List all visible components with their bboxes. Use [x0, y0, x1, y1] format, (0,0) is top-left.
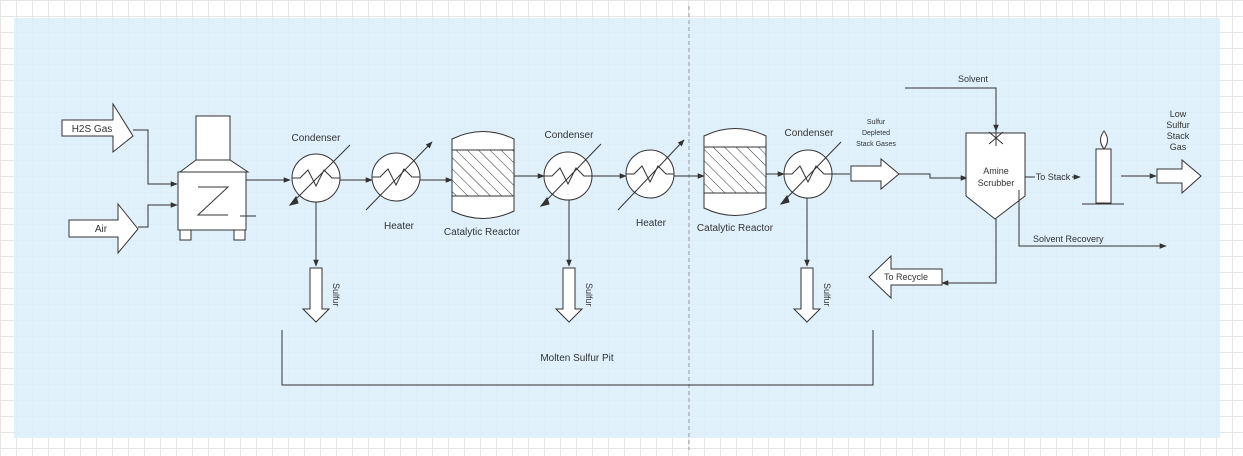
- air-line: [138, 202, 178, 228]
- air-label: Air: [95, 224, 108, 235]
- depleted-gas-to-scrubber-line: [899, 173, 968, 181]
- reactor-2-label: Catalytic Reactor: [697, 223, 774, 234]
- coil-icon: [196, 186, 256, 217]
- to-stack-label: To Stack: [1036, 172, 1071, 182]
- heater-1-label: Heater: [384, 221, 415, 232]
- sulfur-arrow-1[interactable]: [301, 267, 331, 323]
- catalytic-reactor-2[interactable]: [703, 128, 767, 216]
- to-recycle-arrow[interactable]: [868, 254, 943, 300]
- heater-1[interactable]: [365, 141, 433, 211]
- catalytic-reactor-1[interactable]: [451, 131, 515, 219]
- scrubber-bottom-line: [941, 219, 997, 286]
- solvent-recovery-label: Solvent Recovery: [1033, 234, 1104, 244]
- depleted-gas-label-line-3: Stack Gases: [856, 141, 896, 148]
- condenser-2[interactable]: [539, 143, 602, 207]
- scrubber-label-line-1: Amine: [983, 166, 1009, 176]
- h2s-gas-label: H2S Gas: [72, 124, 113, 135]
- solvent-label: Solvent: [958, 74, 989, 84]
- scrubber-label-line-2: Scrubber: [978, 178, 1015, 188]
- condenser-1-label: Condenser: [292, 133, 342, 144]
- spray-nozzle-icon: [988, 130, 1004, 146]
- air-feed-arrow[interactable]: [68, 202, 139, 255]
- to-recycle-label: To Recycle: [884, 272, 928, 282]
- sulfur-label-1: Sulfur: [331, 283, 341, 307]
- condenser-1[interactable]: [288, 144, 351, 206]
- h2s-gas-feed-arrow[interactable]: [61, 102, 134, 154]
- product-label-line-3: Stack: [1167, 131, 1190, 141]
- product-label-line-1: Low: [1170, 109, 1187, 119]
- reactor-1-label: Catalytic Reactor: [444, 227, 521, 238]
- depleted-gas-label-line-2: Depleted: [862, 130, 890, 137]
- claus-furnace[interactable]: [177, 115, 256, 241]
- sulfur-depleted-gas-arrow[interactable]: [850, 157, 900, 191]
- sulfur-label-3: Sulfur: [822, 283, 832, 307]
- condenser-3[interactable]: [779, 141, 842, 205]
- molten-sulfur-pit-label: Molten Sulfur Pit: [540, 353, 614, 364]
- h2s-gas-line: [133, 129, 178, 187]
- heater-2-label: Heater: [636, 218, 667, 229]
- low-sulfur-gas-arrow[interactable]: [1156, 158, 1202, 195]
- condenser-3-label: Condenser: [785, 128, 835, 139]
- solvent-line: [905, 87, 999, 132]
- sulfur-arrow-2[interactable]: [554, 267, 584, 323]
- sulfur-label-2: Sulfur: [584, 283, 594, 307]
- amine-scrubber[interactable]: [965, 130, 1026, 220]
- molten-sulfur-pit[interactable]: [281, 330, 874, 386]
- depleted-gas-label-line-1: Sulfur: [867, 119, 886, 126]
- stack[interactable]: [1082, 130, 1124, 205]
- product-label-line-2: Sulfur: [1166, 120, 1190, 130]
- solvent-recovery-line: [1018, 190, 1167, 249]
- heater-2[interactable]: [617, 139, 685, 211]
- product-label-line-4: Gas: [1170, 142, 1187, 152]
- condenser-2-label: Condenser: [545, 130, 595, 141]
- sulfur-arrow-3[interactable]: [792, 267, 822, 323]
